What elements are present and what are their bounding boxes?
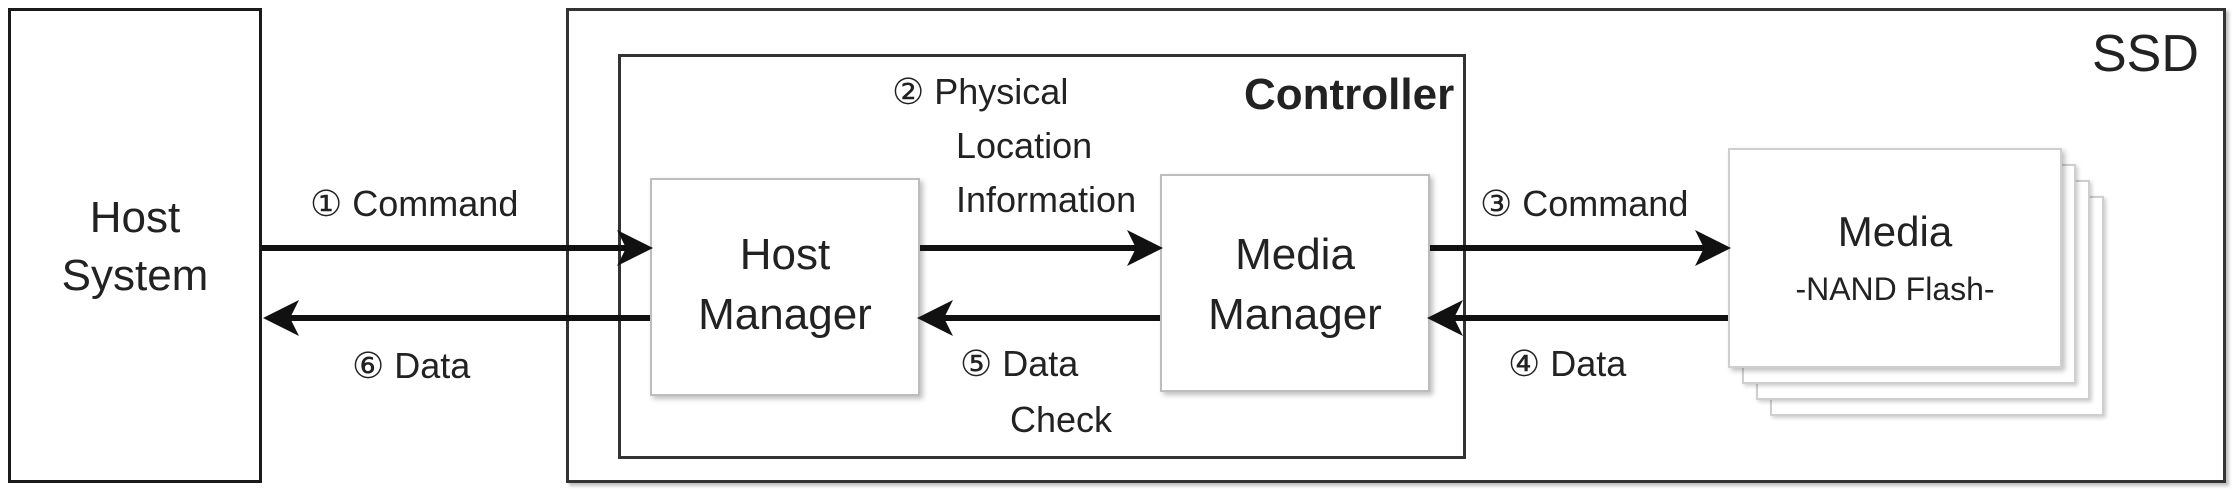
step2-label-line1: ② Physical <box>892 71 1069 112</box>
step1-label: ① Command <box>310 183 519 224</box>
media-manager-label-line2: Manager <box>1208 290 1382 339</box>
media-manager-label-line1: Media <box>1235 230 1355 279</box>
host-manager-label-line1: Host <box>739 230 831 279</box>
step5-label-line2: Check <box>1010 399 1113 440</box>
step6-label: ⑥ Data <box>352 345 471 386</box>
step3-label: ③ Command <box>1480 183 1689 224</box>
ssd-label: SSD <box>2092 25 2199 83</box>
controller-label: Controller <box>1244 70 1455 119</box>
media-box: Media -NAND Flash- <box>1728 148 2062 368</box>
host-system-box: Host System <box>8 8 262 483</box>
media-label-line1: Media <box>1837 208 1953 255</box>
media-manager-box: Media Manager <box>1160 174 1430 392</box>
host-manager-box: Host Manager <box>650 178 920 396</box>
host-system-label-line2: System <box>61 251 209 300</box>
host-manager-label-line2: Manager <box>698 290 872 339</box>
step5-label-line1: ⑤ Data <box>960 343 1079 384</box>
step4-label: ④ Data <box>1508 343 1627 384</box>
media-label-line2: -NAND Flash- <box>1795 271 1995 307</box>
step2-label-line2: Location <box>956 125 1093 166</box>
step2-label-line3: Information <box>956 179 1137 220</box>
host-system-label-line1: Host <box>89 193 181 242</box>
